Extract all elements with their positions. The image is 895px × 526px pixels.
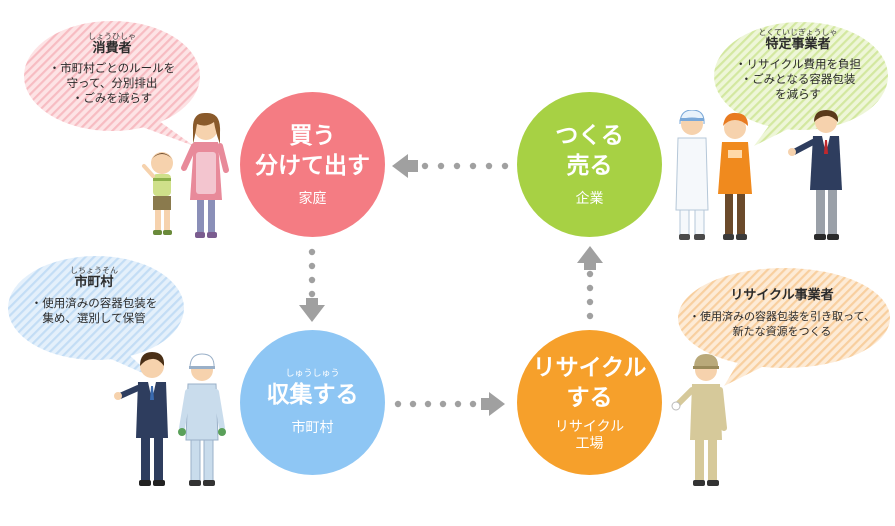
company-title-line1: つくる (555, 123, 624, 149)
arrow-collection-to-recycling (394, 392, 505, 416)
recycling-circle: リサイクル する リサイクル 工場 (517, 330, 662, 475)
recycler-line-1: ・使用済みの容器包装を引き取って、 (689, 310, 875, 323)
recycler-line-2: 新たな資源をつくる (732, 325, 832, 338)
collection-label: 市町村 (291, 419, 334, 436)
consumer-line-3: ・ごみを減らす (71, 91, 153, 105)
consumer-line-2: 守って、分別排出 (66, 76, 158, 90)
arrow-recycling-to-company (577, 246, 603, 320)
arrow-company-to-household (392, 154, 509, 178)
recycler-speech-bubble: リサイクル事業者 ・使用済みの容器包装を引き取って、 新たな資源をつくる (672, 262, 892, 387)
household-circle: 買う 分けて出す 家庭 (240, 92, 385, 237)
recycler-figure-icon (671, 354, 727, 486)
recycling-label-line2: 工場 (575, 435, 604, 452)
collection-ruby: しゅうしゅう (285, 368, 340, 379)
collection-circle: しゅうしゅう 収集する 市町村 (240, 330, 385, 475)
municipality-line-1: ・使用済みの容器包装を (30, 296, 158, 310)
business-line-2: ・ごみとなる容器包装 (740, 72, 856, 86)
household-title-line1: 買う (289, 123, 336, 149)
business-line-1: ・リサイクル費用を負担 (735, 57, 861, 71)
municipality-ruby: しちょうそん (70, 266, 118, 275)
business-figures-icon (675, 110, 842, 240)
household-label: 家庭 (298, 191, 327, 207)
municipality-speech-bubble: しちょうそん 市町村 ・使用済みの容器包装を 集め、選別して保管 (4, 252, 194, 378)
company-label: 企業 (575, 191, 604, 207)
business-line-3: を減らす (775, 87, 821, 101)
business-ruby: とくていじぎょうしゃ (758, 28, 838, 37)
recycling-title-line1: リサイクル (532, 354, 647, 381)
consumer-line-1: ・市町村ごとのルールを (48, 61, 176, 75)
recycling-label-line1: リサイクル (554, 418, 625, 435)
recycler-title: リサイクル事業者 (730, 288, 834, 303)
municipality-line-2: 集め、選別して保管 (42, 311, 146, 325)
consumer-ruby: しょうひしゃ (88, 32, 136, 41)
collection-title: 収集する (266, 381, 359, 408)
consumers-figures-icon (142, 112, 229, 238)
recycling-title-line2: する (566, 384, 613, 411)
arrow-household-to-collection (299, 248, 325, 322)
municipality-figures-icon (114, 352, 226, 486)
company-circle: つくる 売る 企業 (517, 92, 662, 237)
company-title-line2: 売る (566, 153, 613, 179)
household-title-line2: 分けて出す (255, 153, 370, 179)
consumer-speech-bubble: しょうひしゃ 消費者 ・市町村ごとのルールを 守って、分別排出 ・ごみを減らす (22, 16, 212, 146)
business-title: 特定事業者 (765, 37, 831, 52)
consumer-title: 消費者 (92, 41, 132, 56)
municipality-title: 市町村 (74, 275, 114, 290)
business-speech-bubble: とくていじぎょうしゃ 特定事業者 ・リサイクル費用を負担 ・ごみとなる容器包装 … (706, 18, 890, 146)
